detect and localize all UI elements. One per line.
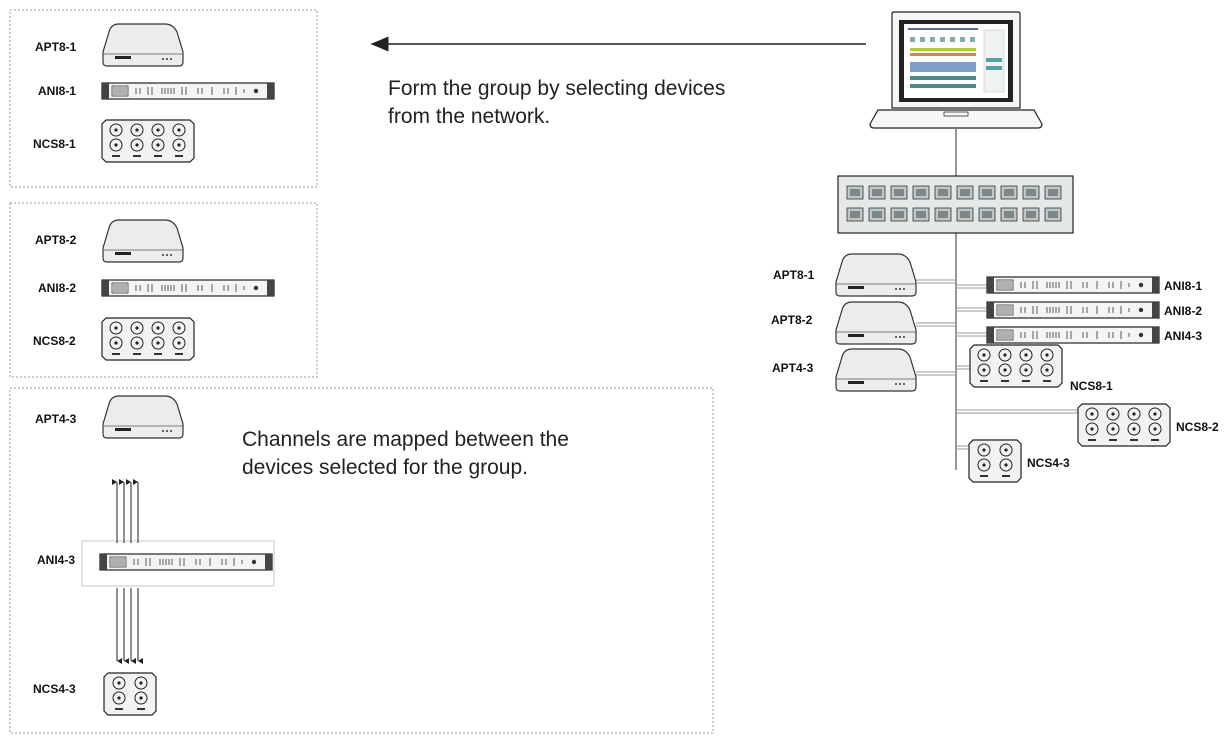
net-ncs-3-device [968,439,1022,483]
net-apt-1-device [835,253,917,297]
laptop-icon [869,11,1043,129]
group-3-apt-label: APT4-3 [35,412,77,426]
net-apt-3-link [916,371,956,376]
group-2-apt-device [102,219,184,263]
channel-mapping-arrows-lower [116,588,143,664]
net-apt-1-link [916,279,956,284]
net-ncs-1-label: NCS8-1 [1070,379,1113,393]
net-ani-2-device [986,301,1160,319]
net-ani-1-label: ANI8-1 [1164,279,1202,293]
net-ncs-1-link [956,365,972,370]
group-3-ani-device [99,553,273,571]
net-ncs-2-label: NCS8-2 [1176,420,1219,434]
group-2-apt-label: APT8-2 [35,233,77,247]
group-1-ncs-label: NCS8-1 [33,137,76,151]
net-ani-2-link [956,307,987,312]
form-group-caption-line1: Form the group by selecting devices [388,77,725,100]
group-3-apt-device [102,395,184,439]
net-apt-1-label: APT8-1 [773,268,815,282]
channel-map-caption-line2: devices selected for the group. [242,456,528,479]
net-ani-2-label: ANI8-2 [1164,304,1202,318]
net-ncs-3-label: NCS4-3 [1027,456,1070,470]
group-2-ncs-device [101,317,195,361]
net-ani-3-link [956,332,987,337]
net-ani-3-label: ANI4-3 [1164,329,1202,343]
net-ani-3-device [986,326,1160,344]
channel-map-caption-line1: Channels are mapped between the [242,428,569,451]
group-1-apt-device [102,23,184,67]
form-group-caption-line2: from the network. [388,105,550,128]
group-1-apt-label: APT8-1 [35,40,77,54]
group-1-ncs-device [101,119,195,163]
net-apt-2-device [835,301,917,345]
net-ncs-3-link [956,445,970,450]
net-ncs-1-device [969,344,1063,388]
group-2-box [9,202,318,378]
group-3-ncs-device [103,672,157,716]
net-ani-1-link [956,284,987,289]
net-apt-3-device [835,348,917,392]
net-apt-2-label: APT8-2 [771,313,813,327]
channel-mapping-arrows-upper [112,479,139,543]
net-ani-1-device [986,276,1160,294]
net-apt-3-label: APT4-3 [772,361,814,375]
network-switch [837,175,1074,234]
group-2-ani-label: ANI8-2 [38,281,76,295]
group-1-ani-label: ANI8-1 [38,84,76,98]
group-2-ani-device [101,279,275,297]
net-apt-2-link [916,322,956,327]
group-2-ncs-label: NCS8-2 [33,334,76,348]
group-3-ncs-label: NCS4-3 [33,682,76,696]
net-ncs-2-device [1077,403,1171,447]
group-1-ani-device [101,82,275,100]
group-1-box [9,9,318,188]
net-ncs-2-link [956,409,1078,414]
group-3-ani-label: ANI4-3 [37,553,75,567]
